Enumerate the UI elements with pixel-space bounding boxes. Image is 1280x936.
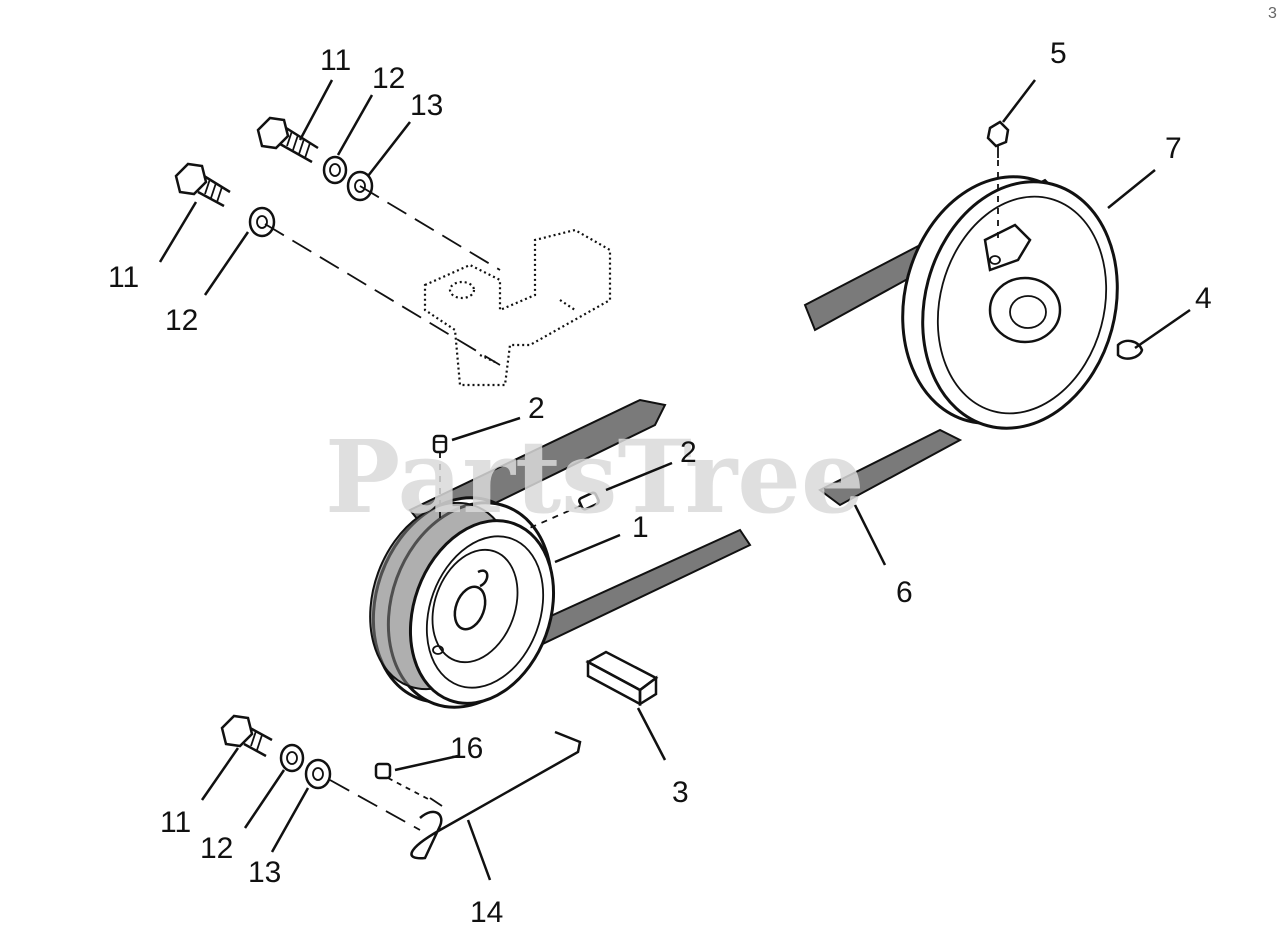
alignment-line-middle <box>264 223 501 366</box>
watermark: PartsTree <box>325 418 865 536</box>
pulley-1 <box>369 496 556 709</box>
callout-12-bottom: 12 <box>200 832 233 865</box>
callout-2-side: 2 <box>680 436 697 469</box>
callout-13-bottom: 13 <box>248 856 281 889</box>
flat-washer-13-bottom <box>304 758 332 790</box>
key-3 <box>585 650 659 707</box>
callout-16: 16 <box>450 732 483 765</box>
callout-2-top: 2 <box>528 392 545 425</box>
flat-washer-13-top <box>346 170 374 202</box>
callout-labels: 11 12 13 11 12 5 7 4 2 2 1 6 16 3 11 12 … <box>108 37 1212 929</box>
screw-16 <box>374 762 431 801</box>
mounting-bracket <box>423 228 612 387</box>
pulley-7 <box>901 175 1119 430</box>
belt-guide-rod-14 <box>410 730 582 860</box>
callout-11-middle: 11 <box>108 261 139 294</box>
bolt-11-middle <box>174 162 231 208</box>
lock-washer-12-top <box>322 155 348 185</box>
callout-6: 6 <box>896 576 913 609</box>
callout-13-top: 13 <box>410 89 443 122</box>
washer-12-middle <box>248 206 276 238</box>
callout-14: 14 <box>470 896 503 929</box>
callout-12-top: 12 <box>372 62 405 95</box>
set-screw-5 <box>986 120 1010 240</box>
callout-3: 3 <box>672 776 689 809</box>
corner-mark: 3 <box>1268 5 1277 22</box>
set-screw-2-top <box>432 434 448 520</box>
bolt-11-bottom <box>220 714 273 758</box>
callout-4: 4 <box>1195 282 1212 315</box>
alignment-line-lower <box>329 779 421 831</box>
callout-7: 7 <box>1165 132 1182 165</box>
set-screw-2-side <box>524 491 600 531</box>
callout-11-top: 11 <box>320 44 351 77</box>
alignment-line-upper <box>359 185 501 271</box>
callout-12-middle: 12 <box>165 304 198 337</box>
callout-11-bottom: 11 <box>160 806 191 839</box>
leader-lines <box>158 79 1191 881</box>
callout-1: 1 <box>632 511 649 544</box>
woodruff-key-4 <box>1116 339 1144 360</box>
bolt-11-top <box>256 116 319 164</box>
callout-5: 5 <box>1050 37 1067 70</box>
lock-washer-12-bottom <box>279 743 305 773</box>
